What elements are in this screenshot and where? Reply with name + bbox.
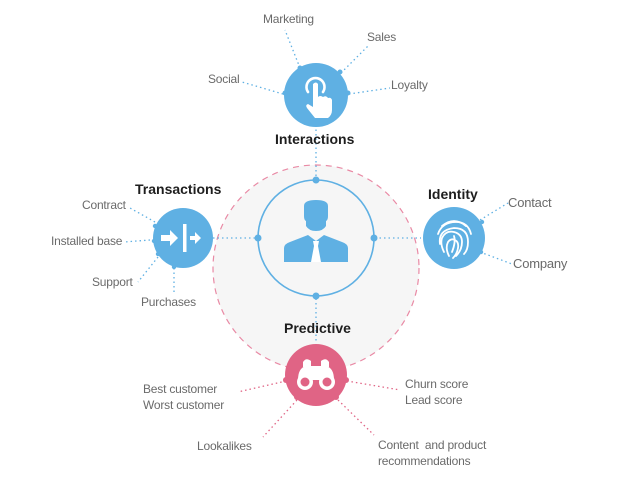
predictive-node[interactable] — [283, 344, 349, 406]
leaf-purchases: Purchases — [141, 295, 196, 309]
leaf-social: Social — [208, 72, 240, 86]
arrows-divider-icon — [161, 224, 201, 252]
transactions-node[interactable] — [151, 208, 213, 270]
center-circle — [257, 179, 375, 297]
leaf-contract: Contract — [82, 198, 126, 212]
leaf-worst-customer: Worst customer — [143, 398, 224, 412]
leaf-contact: Contact — [508, 195, 552, 210]
hand-tap-shape — [306, 82, 332, 118]
identity-node[interactable] — [423, 207, 485, 269]
leaf-installed-base: Installed base — [51, 234, 123, 248]
leaf-loyalty: Loyalty — [391, 78, 428, 92]
leaf-lead-score: Lead score — [405, 393, 463, 407]
businessman-icon — [284, 200, 348, 262]
blue-connectors — [123, 29, 513, 342]
binoculars-icon — [297, 359, 335, 390]
transactions-title: Transactions — [135, 181, 222, 197]
leaf-support: Support — [92, 275, 133, 289]
leaf-best-customer: Best customer — [143, 382, 218, 396]
leaf-content-product: Content and product — [378, 438, 487, 452]
identity-title: Identity — [428, 186, 478, 202]
leaf-sales: Sales — [367, 30, 397, 44]
fingerprint-icon — [437, 220, 472, 259]
interactions-title: Interactions — [275, 131, 355, 147]
leaf-company: Company — [513, 256, 568, 271]
leaf-marketing: Marketing — [263, 12, 314, 26]
interactions-node[interactable] — [282, 63, 351, 127]
leaf-churn-score: Churn score — [405, 377, 469, 391]
leaf-recommendations: recommendations — [378, 454, 471, 468]
pink-connectors — [237, 380, 401, 438]
leaf-lookalikes: Lookalikes — [197, 439, 252, 453]
hand-tap-icon — [305, 76, 326, 94]
predictive-title: Predictive — [284, 320, 351, 336]
center-connector-dots — [254, 176, 378, 300]
